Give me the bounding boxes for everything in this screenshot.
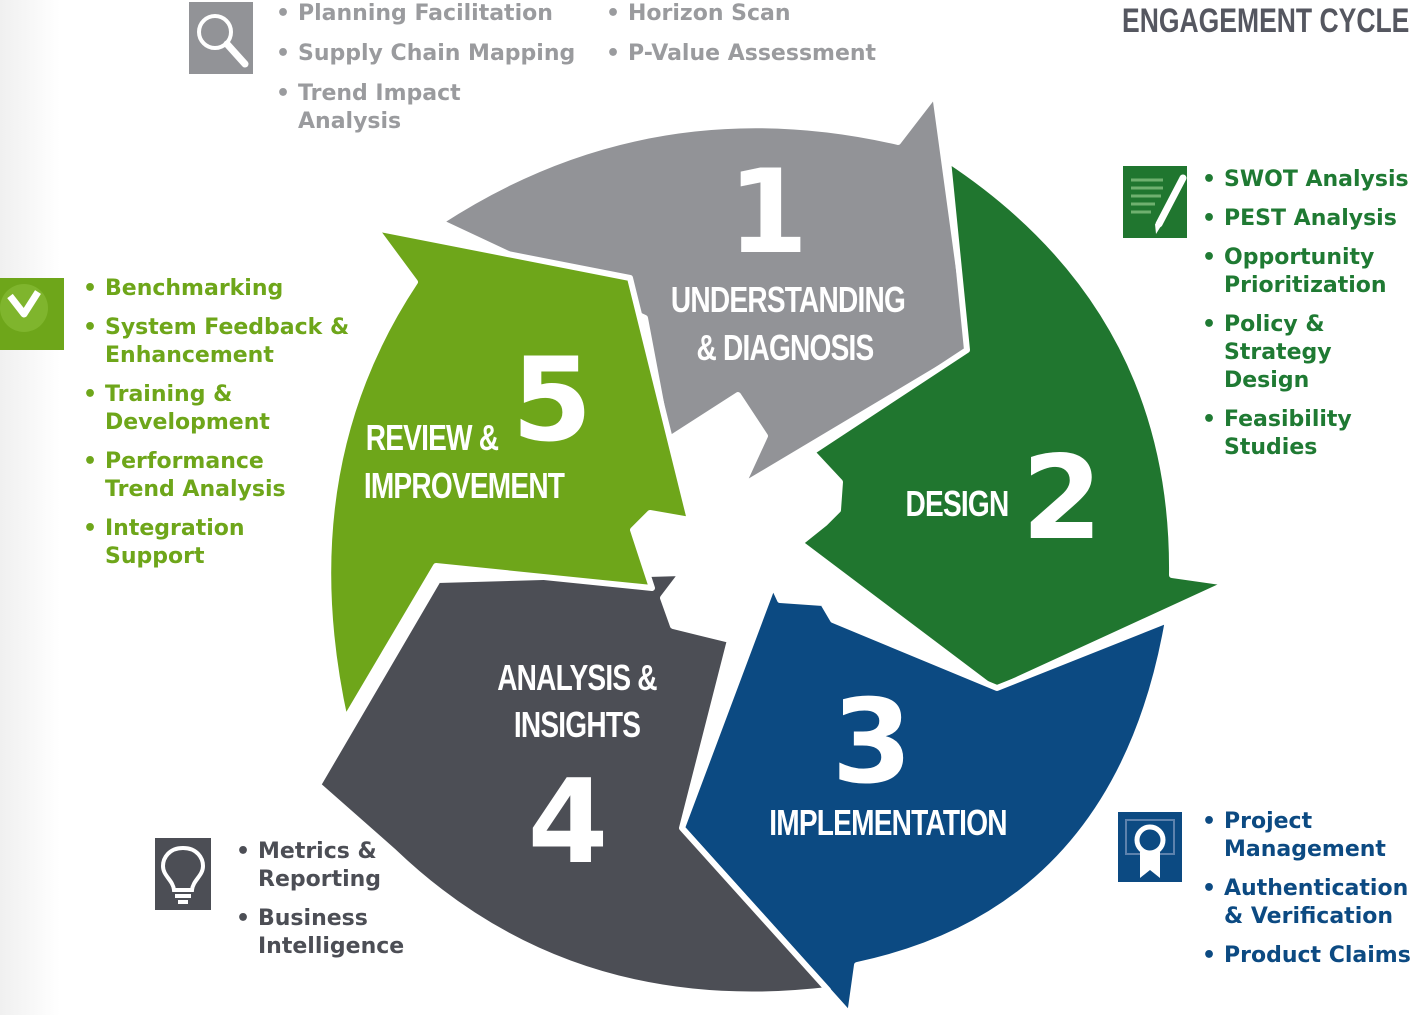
stage-5-arrow[interactable]: [325, 225, 693, 723]
stage-5-list: BenchmarkingSystem Feedback &Enhancement…: [81, 275, 349, 571]
list-item: Benchmarking: [81, 275, 349, 303]
stage-4-list: Metrics &ReportingBusinessIntelligence: [234, 838, 404, 961]
magnifier-icon: [189, 2, 253, 74]
stage-2-list: SWOT AnalysisPEST AnalysisOpportunityPri…: [1200, 166, 1421, 462]
list-item: Supply Chain Mapping: [274, 40, 575, 68]
stage-5-label-line-2: IMPROVEMENT: [364, 466, 565, 506]
page-edge-shadow: [0, 0, 60, 1015]
list-item: P-Value Assessment: [604, 40, 876, 68]
stage-1-label-line-1: UNDERSTANDING: [671, 280, 905, 320]
stage-4-label-line-2: INSIGHTS: [514, 705, 641, 745]
list-item: Planning Facilitation: [274, 0, 575, 28]
stage-2-arrow[interactable]: [797, 157, 1231, 693]
list-item: Training &Development: [81, 381, 349, 437]
page-title: ENGAGEMENT CYCLE: [1121, 2, 1409, 40]
certificate-icon: [1118, 812, 1182, 882]
list-item: SWOT Analysis: [1200, 166, 1421, 194]
document-pen-icon: [1123, 166, 1187, 238]
list-item: Horizon Scan: [604, 0, 876, 28]
stage-3-arrow[interactable]: [679, 582, 1171, 1015]
list-item: PEST Analysis: [1200, 205, 1421, 233]
stage-1-label-line-2: & DIAGNOSIS: [697, 328, 874, 368]
list-item: Authentication& Verification: [1200, 875, 1411, 931]
list-item: Product Claims: [1200, 942, 1411, 970]
lightbulb-icon: [155, 838, 211, 910]
list-item: Policy &Strategy Design: [1200, 311, 1421, 395]
stage-3-list: ProjectManagementAuthentication& Verific…: [1200, 808, 1411, 970]
stage-1-number: 1: [728, 145, 809, 280]
stage-3-number: 3: [832, 675, 913, 810]
stage-4-label-line-1: ANALYSIS &: [497, 658, 657, 698]
list-item: System Feedback &Enhancement: [81, 314, 349, 370]
stage-1-list-col-2: Horizon ScanP-Value Assessment: [604, 0, 876, 68]
stage-1-list-col-1: Planning FacilitationSupply Chain Mappin…: [274, 0, 575, 136]
checkmark-icon: [0, 278, 64, 350]
stage-2-number: 2: [1022, 431, 1103, 566]
stage-4-number: 4: [528, 755, 609, 890]
stage-2-label: DESIGN: [906, 484, 1009, 524]
list-item: Metrics &Reporting: [234, 838, 404, 894]
stage-5-number: 5: [512, 333, 593, 468]
stage-1-arrow[interactable]: [437, 91, 973, 489]
stage-3-label: IMPLEMENTATION: [769, 803, 1006, 843]
stage-5-label-line-1: REVIEW &: [366, 418, 499, 458]
